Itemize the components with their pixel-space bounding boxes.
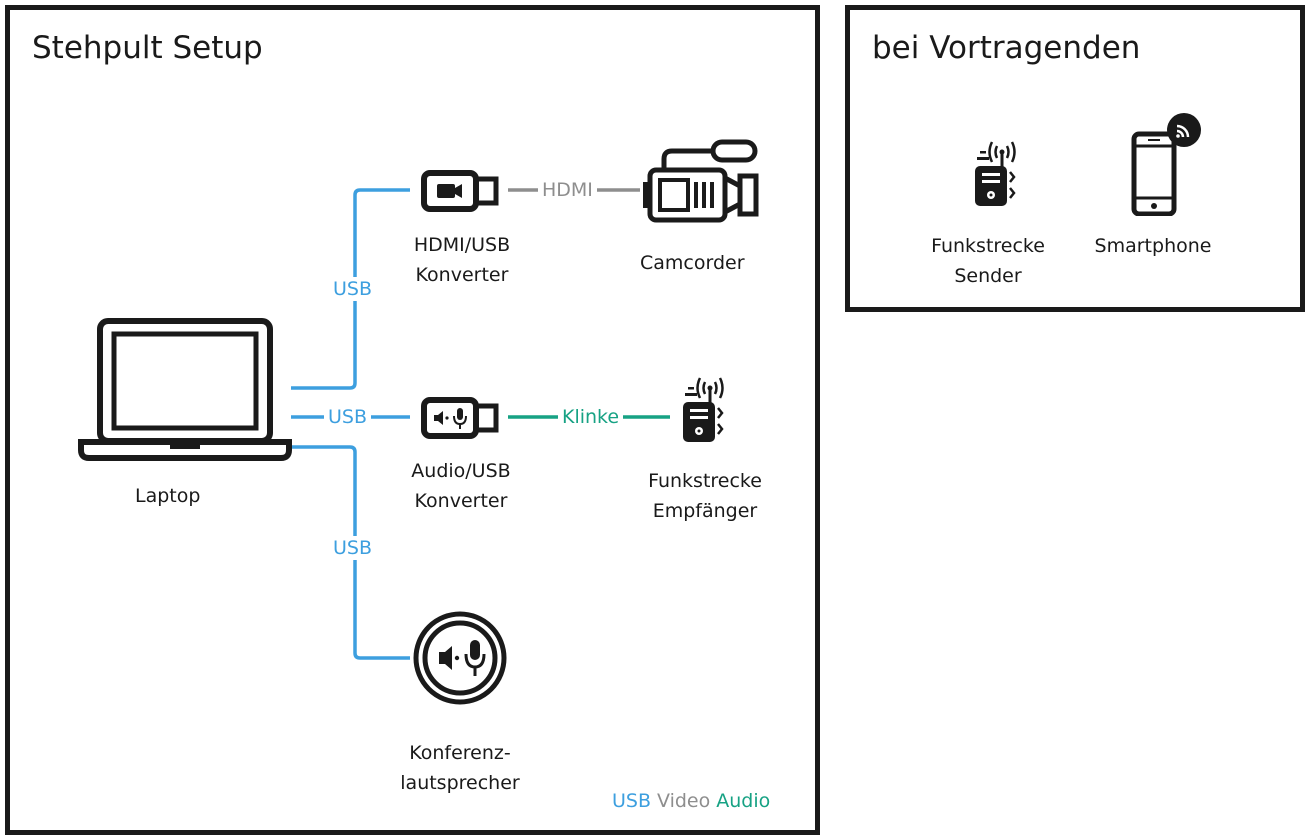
camcorder-icon [643, 139, 759, 223]
conference-speaker-icon [413, 611, 507, 705]
usb-wire-top-label: USB [329, 277, 377, 301]
sender-label-1: Funkstrecke [931, 235, 1045, 257]
hdmi-usb-converter-icon [421, 170, 499, 212]
smartphone-label: Smartphone [1094, 235, 1212, 257]
hdmi-converter-label-1: HDMI/USB [413, 234, 511, 256]
laptop-icon [78, 318, 292, 461]
sender-label-2: Sender [954, 265, 1022, 287]
smartphone-icon [1131, 113, 1201, 216]
audio-converter-label-1: Audio/USB [411, 460, 511, 482]
legend-video: Video [657, 790, 711, 812]
wireless-receiver-icon [683, 377, 724, 442]
audio-converter-label-2: Konverter [414, 490, 508, 512]
legend-audio: Audio [716, 790, 771, 812]
main-title: Stehpult Setup [32, 30, 263, 66]
laptop-label: Laptop [135, 485, 201, 507]
receiver-label-2: Empfänger [652, 500, 758, 522]
speaker-label-1: Konferenz- [409, 742, 511, 764]
receiver-label-1: Funkstrecke [648, 470, 762, 492]
speaker-label-2: lautsprecher [400, 772, 520, 794]
klinke-wire-label: Klinke [558, 405, 624, 429]
camcorder-label: Camcorder [640, 252, 745, 274]
wireless-sender-icon [975, 141, 1016, 206]
hdmi-wire-label: HDMI [538, 178, 597, 202]
usb-wire-mid-label: USB [324, 405, 372, 429]
usb-wire-bottom-label: USB [329, 536, 377, 560]
side-title: bei Vortragenden [872, 30, 1141, 66]
audio-usb-converter-icon [421, 397, 499, 439]
vortragende-panel [845, 5, 1305, 312]
legend-usb: USB [612, 790, 652, 812]
hdmi-converter-label-2: Konverter [415, 264, 509, 286]
